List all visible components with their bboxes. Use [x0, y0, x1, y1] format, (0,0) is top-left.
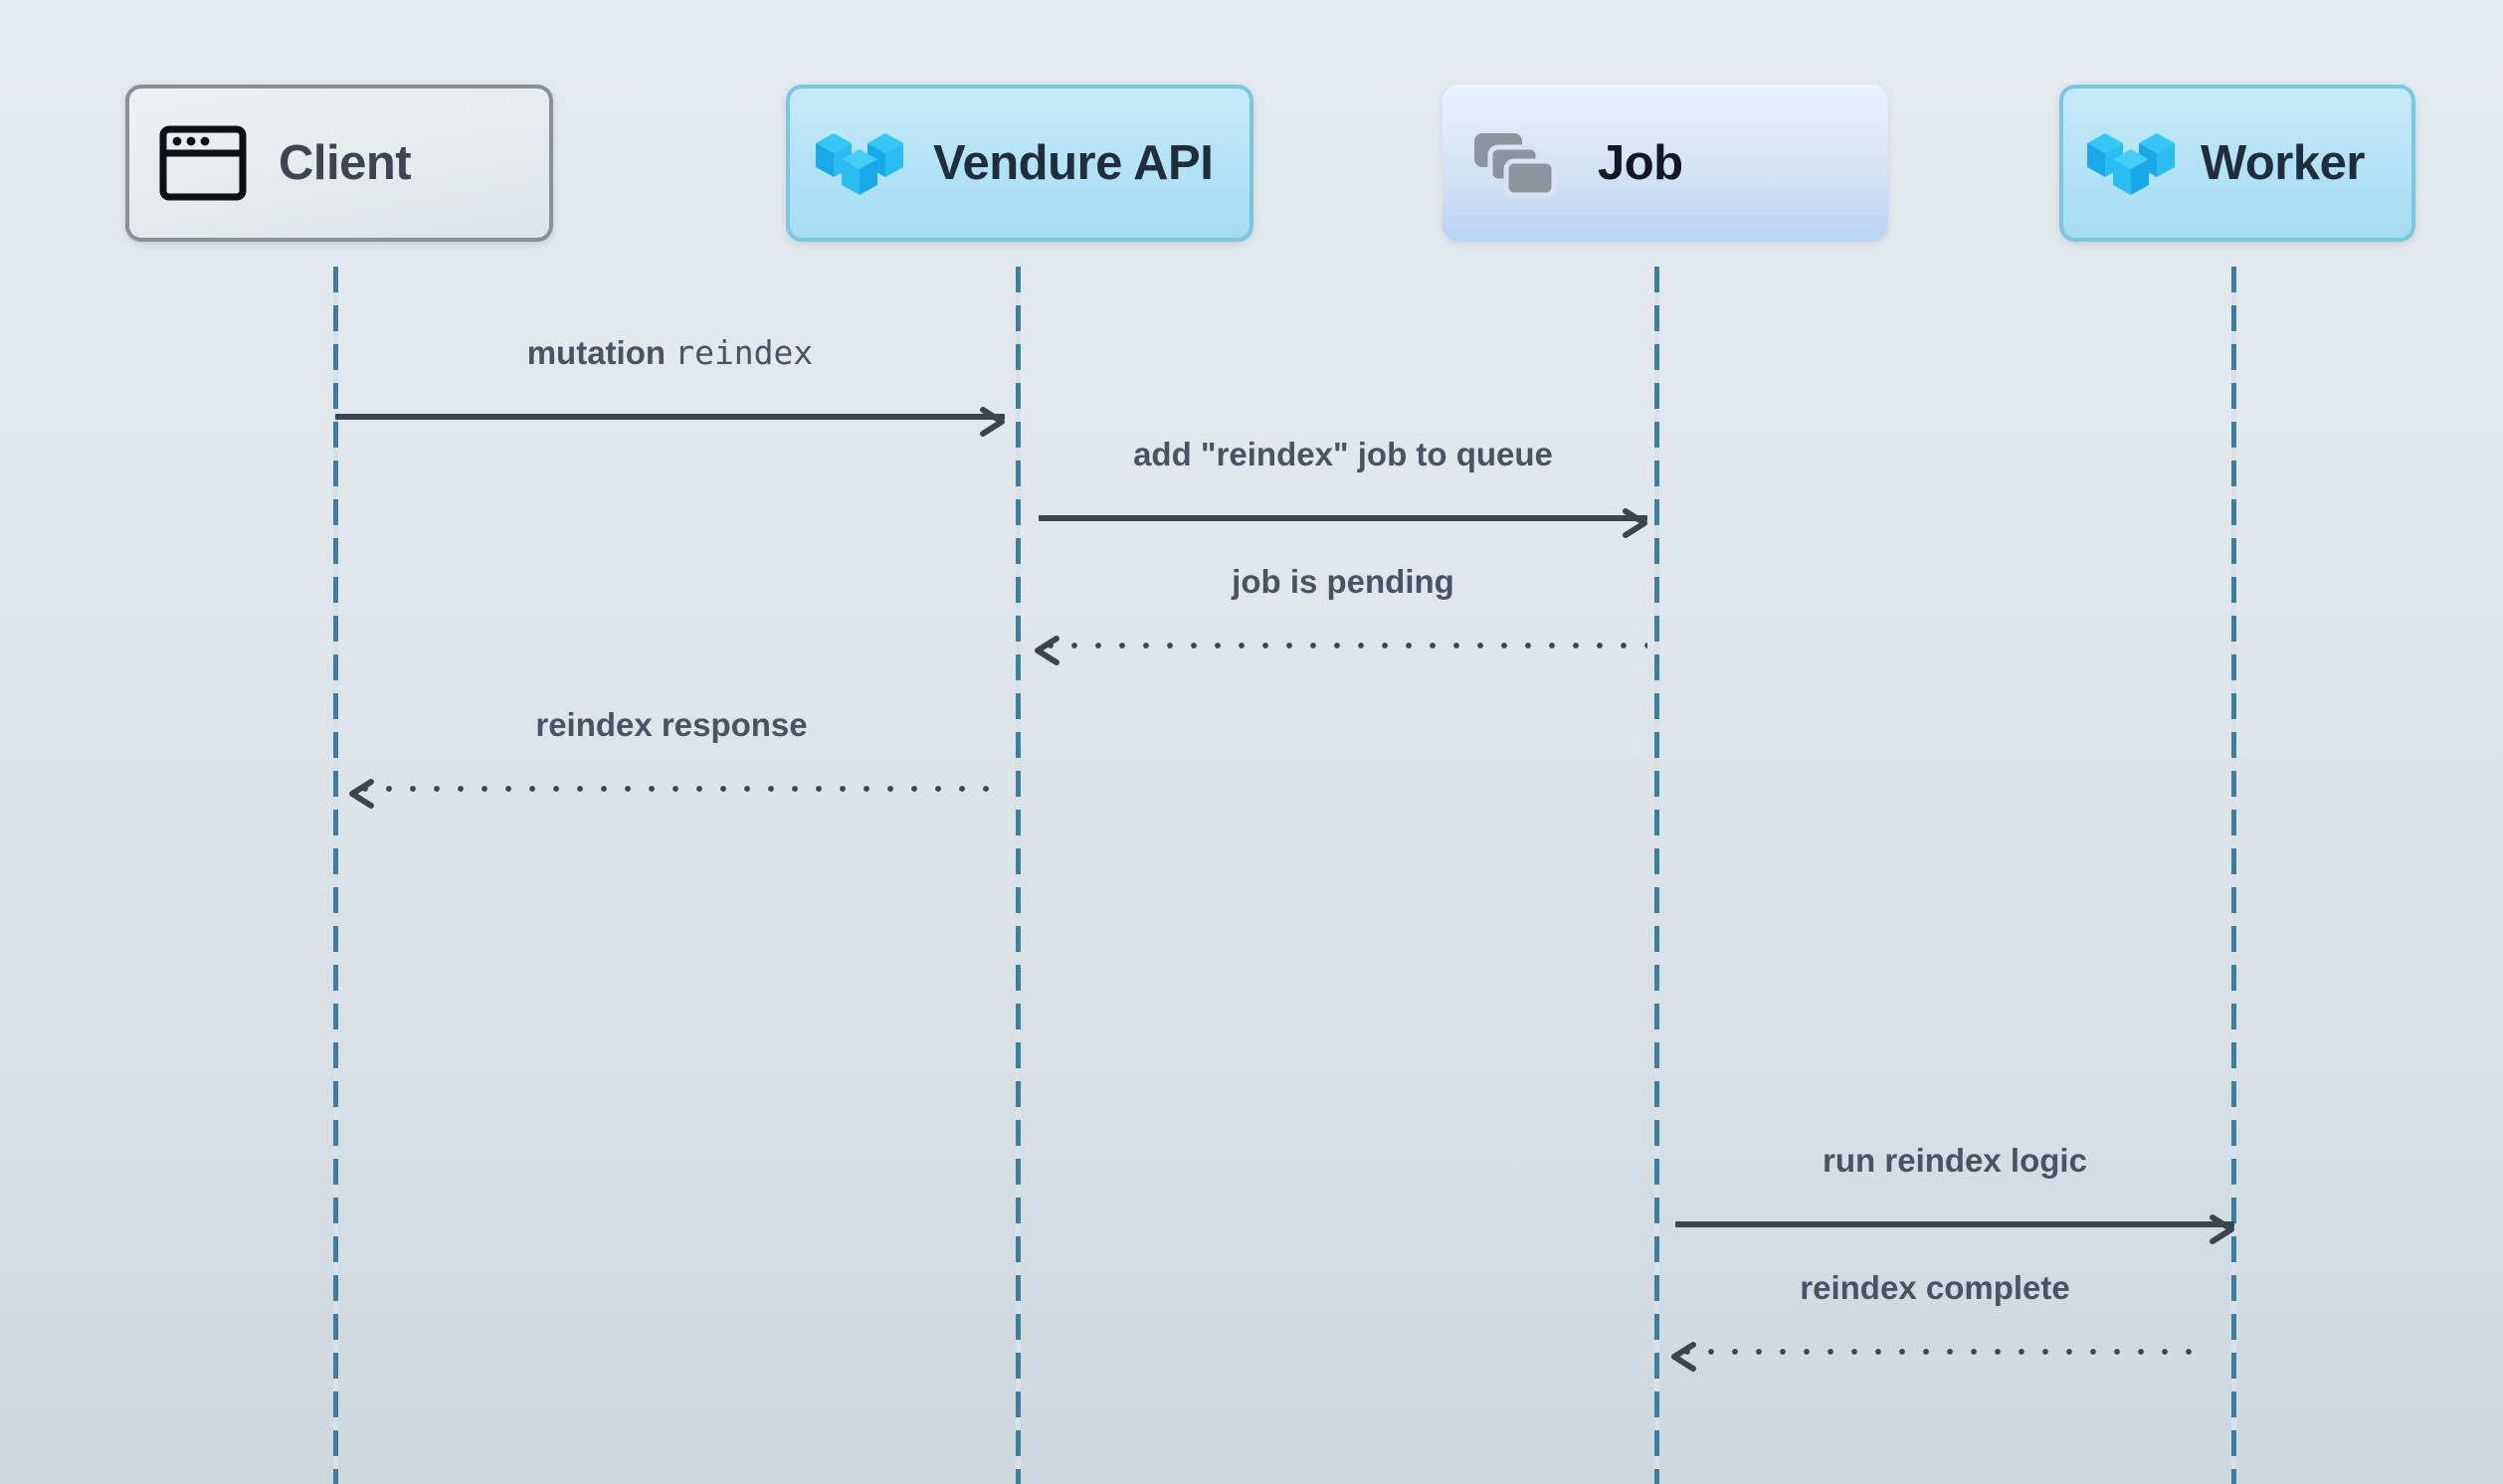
lifeline-vendure-api: [1016, 267, 1021, 1484]
participant-worker[interactable]: Worker: [2059, 85, 2415, 242]
message-label-reindex-response: reindex response: [535, 706, 808, 743]
arrowhead-left-icon: [1031, 634, 1064, 667]
participant-client[interactable]: Client: [125, 85, 553, 242]
message-line-solid: [335, 414, 1005, 420]
message-label-reindex-complete: reindex complete: [1800, 1269, 2070, 1306]
arrowhead-right-icon: [1618, 506, 1651, 540]
message-label-mutation-reindex: mutation reindex: [526, 333, 814, 372]
browser-window-icon: [159, 125, 247, 201]
participant-label-client: Client: [279, 136, 412, 190]
message-line-dotted: [1039, 642, 1647, 649]
message-label-job-is-pending: job is pending: [1232, 563, 1454, 600]
message-reindex-complete: reindex complete: [1671, 1269, 2195, 1372]
arrowhead-right-icon: [975, 405, 1009, 439]
stacked-cards-icon: [1470, 125, 1562, 201]
message-label-add-reindex-job: add "reindex" job to queue: [1133, 436, 1553, 472]
message-line-dotted: [353, 785, 990, 792]
participant-label-worker: Worker: [2201, 136, 2365, 190]
arrowhead-left-icon: [1667, 1340, 1701, 1374]
message-add-reindex-job: add "reindex" job to queue: [1039, 436, 1647, 538]
lifeline-worker: [2231, 267, 2236, 1484]
arrowhead-left-icon: [345, 777, 379, 811]
participant-vendure-api[interactable]: Vendure API: [786, 85, 1253, 242]
vendure-logo-icon: [812, 125, 907, 201]
message-reindex-response: reindex response: [349, 706, 990, 809]
message-run-reindex-logic: run reindex logic: [1675, 1142, 2234, 1244]
message-mutation-reindex: mutation reindex: [335, 333, 1005, 437]
participant-label-job: Job: [1598, 136, 1683, 190]
vendure-logo-icon: [2083, 125, 2179, 201]
message-line-solid: [1675, 1221, 2234, 1227]
participant-job[interactable]: Job: [1443, 85, 1888, 242]
message-line-dotted: [1675, 1348, 2195, 1355]
message-job-is-pending: job is pending: [1035, 563, 1647, 665]
participant-label-vendure-api: Vendure API: [933, 136, 1214, 190]
lifeline-job: [1654, 267, 1659, 1484]
message-line-solid: [1039, 515, 1647, 521]
arrowhead-right-icon: [2205, 1212, 2238, 1246]
message-label-run-reindex-logic: run reindex logic: [1823, 1142, 2087, 1179]
lifeline-client: [333, 267, 338, 1484]
